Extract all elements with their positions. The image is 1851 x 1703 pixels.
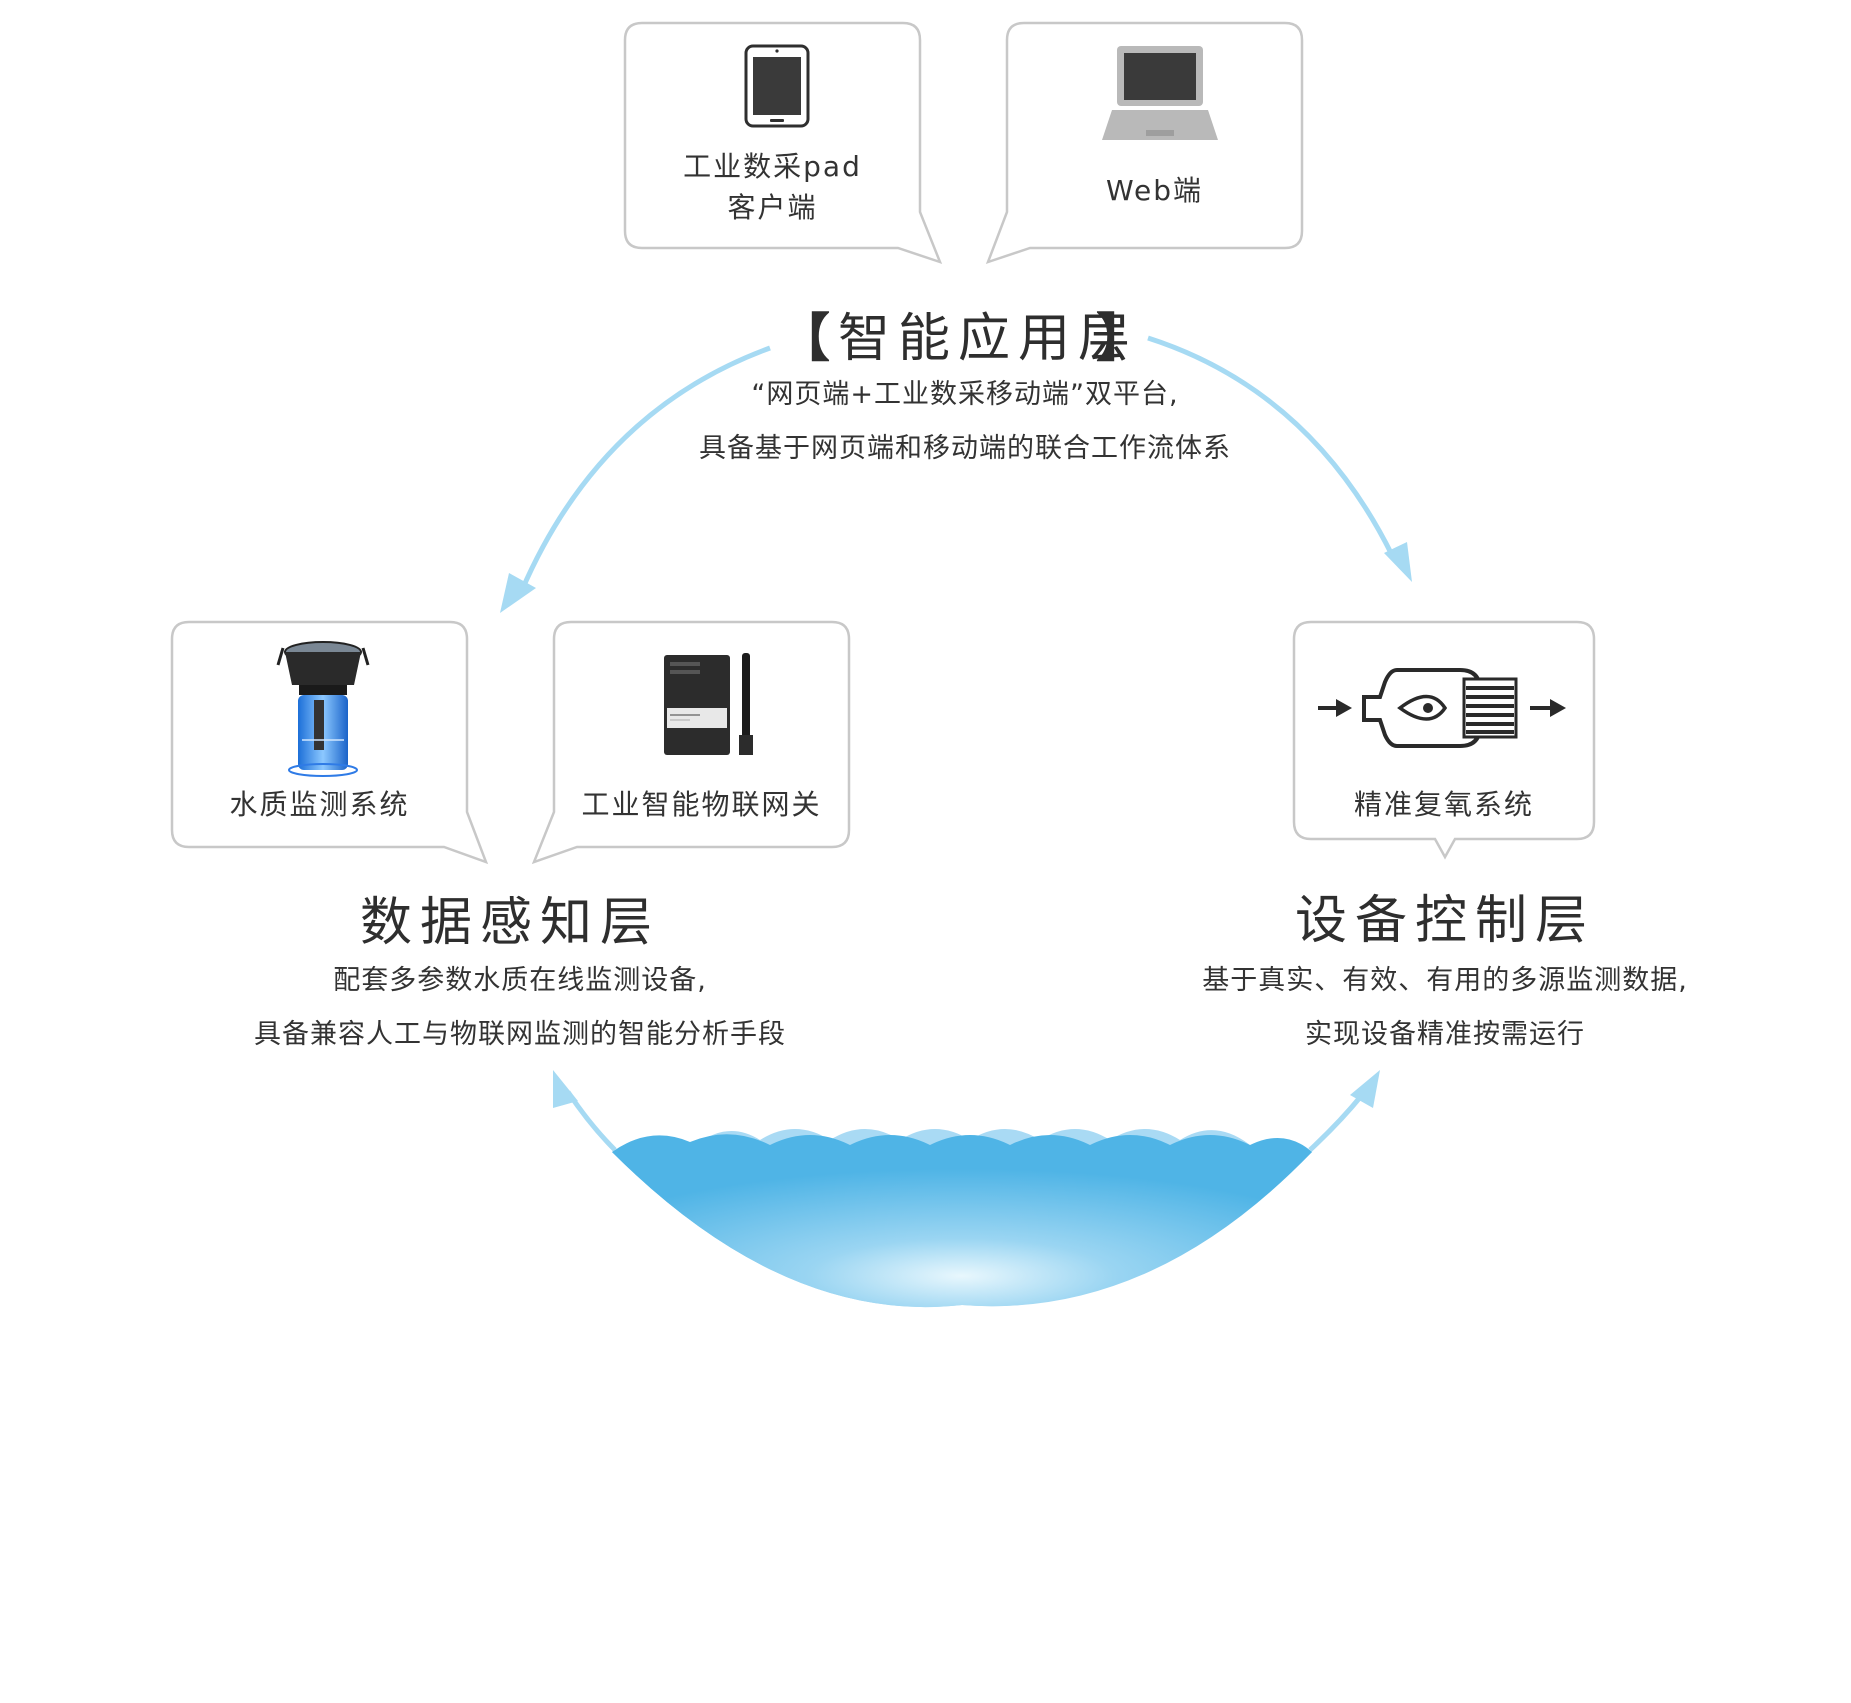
perception-layer-desc-line1: 配套多参数水质在线监测设备, xyxy=(333,965,707,996)
card-pad-client xyxy=(623,21,943,265)
control-layer-title: 设备控制层 xyxy=(1294,891,1595,951)
cycle-arrow-water-to-control xyxy=(1308,1070,1380,1152)
card-iot-gateway xyxy=(531,620,851,865)
perception-layer-desc-line2: 具备兼容人工与物联网监测的智能分析手段 xyxy=(254,1019,786,1050)
control-layer-desc-line2: 实现设备精准按需运行 xyxy=(1305,1019,1585,1050)
title-bracket-right: 】 xyxy=(1096,309,1149,369)
pad-client-label-line2: 客户端 xyxy=(727,191,818,224)
application-layer-title: 智能应用层 xyxy=(838,309,1139,369)
iot-gateway-label: 工业智能物联网关 xyxy=(581,788,822,821)
perception-layer-title: 数据感知层 xyxy=(359,893,660,953)
application-layer-desc-line2: 具备基于网页端和移动端的联合工作流体系 xyxy=(699,433,1231,464)
iot-gateway-icon xyxy=(664,653,753,755)
aeration-label: 精准复氧系统 xyxy=(1353,788,1534,821)
pad-client-label-line1: 工业数采pad xyxy=(683,150,862,183)
cycle-arrow-app-to-perception xyxy=(500,345,771,613)
water-wave-front xyxy=(612,1134,1312,1308)
cycle-arrow-app-to-control xyxy=(1147,335,1412,582)
laptop-icon xyxy=(1102,46,1218,140)
water-quality-sensor-icon xyxy=(276,641,370,777)
tablet-icon xyxy=(744,44,810,128)
card-aeration xyxy=(1292,620,1596,860)
application-layer-desc-line1: “网页端+工业数采移动端”双平台, xyxy=(751,379,1179,410)
card-web xyxy=(985,21,1304,265)
water-body xyxy=(612,1129,1312,1308)
aeration-system-icon xyxy=(1318,668,1566,748)
web-label: Web端 xyxy=(1105,174,1204,207)
water-quality-label: 水质监测系统 xyxy=(229,788,410,821)
title-bracket-left: 【 xyxy=(778,309,831,369)
card-water-quality xyxy=(170,620,489,865)
cycle-arrow-water-to-perception xyxy=(553,1070,617,1152)
control-layer-desc-line1: 基于真实、有效、有用的多源监测数据, xyxy=(1202,965,1688,996)
